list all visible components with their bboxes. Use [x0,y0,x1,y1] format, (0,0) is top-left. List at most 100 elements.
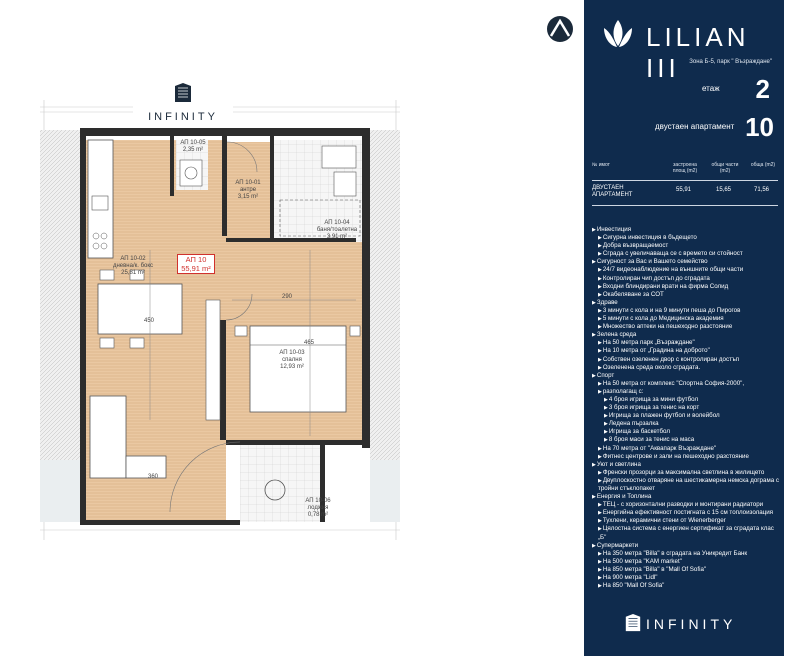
footer-logo-text: INFINITY [646,616,737,632]
feature-text: На 70 метра от "Аквапарк Възраждане" [602,444,717,452]
feature-text: Игрища за баскетбол [608,428,670,436]
bullet-arrow-icon: ▶ [592,299,596,306]
apartment-number: 10 [745,112,774,142]
apartment-tag-area: 55,91 m² [181,264,211,273]
bullet-arrow-icon: ▶ [604,396,608,403]
feature-text: 3 броя игрища за тенис на корт [608,404,700,412]
room-area: 0,78 m² [307,512,329,518]
brand-name: LILIAN III [646,22,750,83]
dim-living-height: 450 [144,318,155,324]
bullet-arrow-icon: ▶ [604,413,608,420]
feature-item: ▶Озеленена среда около сградата. [592,364,782,372]
feature-item: ▶Двуплоскостно отваряне на шестикамерна … [592,477,782,493]
th-common: общи части (m2) [711,162,739,174]
bullet-arrow-icon: ▶ [598,283,602,290]
bullet-arrow-icon: ▶ [592,259,596,266]
feature-item: ▶ТЕЦ - с хоризонтални разводки и монтира… [592,501,782,509]
td-type: ДВУСТАЕН АПАРТАМЕНТ [592,185,633,198]
feature-text: Френски прозорци за максимална светлина … [602,468,765,476]
feature-list: ▶Инвестиция▶Сигурна инвестиция в бъдещет… [592,226,782,590]
feature-text: 3 минути с кола и на 9 минути пеша до Пи… [602,306,741,314]
feature-text: 4 броя игрища за мини футбол [608,395,699,403]
bullet-arrow-icon: ▶ [598,380,602,387]
feature-item: ▶Енергия и Топлина [592,493,782,501]
bullet-arrow-icon: ▶ [598,388,602,395]
feature-item: ▶3 минути с кола и на 9 минути пеша до П… [592,307,782,315]
bullet-arrow-icon: ▶ [598,316,602,323]
th-total: обща (m2) [750,162,776,168]
apartment-type-label: двустаен апартамент [655,122,735,131]
bullet-arrow-icon: ▶ [592,461,596,468]
feature-item: ▶Енергийна ефективност постигната с 15 с… [592,509,782,517]
bullet-arrow-icon: ▶ [592,494,596,501]
feature-item: ▶3 броя игрища за тенис на корт [592,404,782,412]
feature-item: ▶Здраве [592,299,782,307]
feature-item: ▶Супермаркети [592,542,782,550]
feature-text: Сграда с увеличаваща се с времето си сто… [602,250,743,258]
dim-bed-height: 465 [304,340,315,346]
feature-item: ▶На 500 метра "KAM market" [592,558,782,566]
bullet-arrow-icon: ▶ [592,542,596,549]
room-code: АП 10-03 [279,350,305,356]
room-code: АП 10-05 [180,140,206,146]
bullet-arrow-icon: ▶ [598,267,602,274]
feature-item: ▶Сигурна инвестиция в бъдещето [592,234,782,242]
feature-text: На 50 метра парк „Възраждане" [602,339,695,347]
feature-text: Озеленена среда около сградата. [602,363,701,371]
bullet-arrow-icon: ▶ [598,502,602,509]
td-common: 15,65 [716,187,732,193]
room-name: антре [239,187,257,193]
lotus-icon [604,20,632,47]
td-built: 55,91 [676,187,692,193]
feature-item: ▶Добра възвращаемост [592,242,782,250]
feature-item: ▶Фитнес центрове и зали на пешеходно раз… [592,453,782,461]
feature-text: На 10 метра от „Градина на доброто" [602,347,710,355]
feature-item: ▶На 10 метра от „Градина на доброто" [592,347,782,355]
bullet-arrow-icon: ▶ [598,364,602,371]
bullet-arrow-icon: ▶ [598,526,602,533]
feature-text: Сигурност за Вас и Вашето семейство [596,258,708,266]
feature-item: ▶Инвестиция [592,226,782,234]
feature-text: Енергия и Топлина [596,493,652,501]
feature-item: ▶24/7 видеонаблюдение на външните общи ч… [592,266,782,274]
feature-text: Уют и светлина [596,460,641,468]
bullet-arrow-icon: ▶ [598,469,602,476]
infinity-logo-text: INFINITY [148,111,218,123]
feature-item: ▶Контролиран чип достъп до сградата [592,275,782,283]
feature-text: Зелена среда [596,331,637,339]
company-emblem-icon [547,16,573,42]
feature-item: ▶Сигурност за Вас и Вашето семейство [592,258,782,266]
feature-text: На 500 метра "KAM market" [602,557,682,565]
bullet-arrow-icon: ▶ [598,307,602,314]
dim-bed-width: 290 [282,294,293,300]
bullet-arrow-icon: ▶ [598,340,602,347]
floor-label: етаж [702,84,720,93]
feature-text: На 50 метра от комплекс "Спортна София-2… [602,379,745,387]
zone-text: Зона Б-5, парк " Възраждане" [689,59,772,65]
dim-living-width: 360 [148,474,159,480]
room-label-bedroom: АП 10-03 спалня 12,93 m² [272,350,312,371]
feature-text: Сигурна инвестиция в бъдещето [602,234,697,242]
feature-text: ТЕЦ - с хоризонтални разводки и монтиран… [602,501,764,509]
bullet-arrow-icon: ▶ [598,518,602,525]
room-area: 3,15 m² [237,194,259,200]
bullet-arrow-icon: ▶ [604,437,608,444]
room-code: АП 10-02 [120,256,146,262]
room-name: спалня [282,357,302,363]
feature-text: На 900 метра "Lidl" [602,574,658,582]
floor-plan: INFINITY АП 10-01 антре 3,15 m² АП 10-02… [40,82,400,540]
bullet-arrow-icon: ▶ [598,251,602,258]
feature-text: 24/7 видеонаблюдение на външните общи ча… [602,266,744,274]
feature-text: Цялостна система с енергиен сертификат з… [598,525,774,541]
bullet-arrow-icon: ▶ [598,558,602,565]
bullet-arrow-icon: ▶ [598,445,602,452]
footer-infinity-mark-icon [625,614,641,632]
apartment-tag: АП 10 55,91 m² [177,254,215,274]
feature-text: 8 броя маси за тенис на маса [608,436,695,444]
area-table: № имот застроена площ (m2) общи части (m… [592,160,778,206]
feature-item: ▶разполагащ с: [592,388,782,396]
apartment-tag-code: АП 10 [185,255,207,264]
room-code: АП 10-01 [235,180,261,186]
bullet-arrow-icon: ▶ [592,372,596,379]
feature-item: ▶На 70 метра от "Аквапарк Възраждане" [592,445,782,453]
